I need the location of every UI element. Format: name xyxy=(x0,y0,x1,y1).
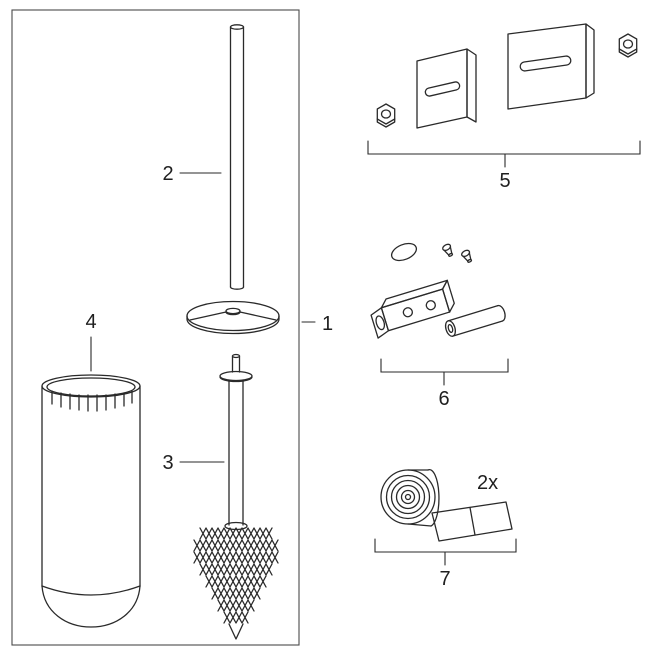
brush-head-drawing xyxy=(193,353,279,640)
callout-assembly: 1 xyxy=(301,313,333,335)
spacer-rod-icon xyxy=(444,304,506,337)
gasket-icon xyxy=(390,242,418,262)
assembly-box-outline xyxy=(11,9,300,646)
screw-pin-icon xyxy=(461,249,473,263)
adhesive-tape-drawing xyxy=(380,469,513,542)
lid-disc-drawing xyxy=(186,300,280,335)
tape-strip-icon xyxy=(431,501,513,542)
mounting-block-icon xyxy=(370,279,455,339)
callout-bracket xyxy=(374,538,517,566)
tape-roll-icon xyxy=(380,469,436,525)
wall-plate-large xyxy=(507,23,595,110)
callout-label-6: 6 xyxy=(438,388,449,410)
callout-bracket xyxy=(380,358,509,386)
tape-quantity-label: 2x xyxy=(477,472,498,494)
callout-label-4: 4 xyxy=(85,311,96,333)
callout-label-1: 1 xyxy=(322,313,333,335)
callout-mounting-hardware: 6 xyxy=(380,358,509,410)
callout-bracket xyxy=(367,140,641,168)
callout-label-7: 7 xyxy=(439,568,450,590)
container-drawing xyxy=(41,374,141,628)
hex-nut-icon xyxy=(376,103,396,128)
callout-brush-head: 3 xyxy=(162,452,225,474)
callout-label-3: 3 xyxy=(162,452,173,474)
callout-label-2: 2 xyxy=(162,163,173,185)
mounting-hardware-drawing xyxy=(370,242,506,339)
hex-nut-icon xyxy=(618,33,638,58)
callout-handle-rod: 2 xyxy=(162,163,222,185)
handle-rod-drawing xyxy=(229,24,245,290)
wall-plate-small xyxy=(416,48,477,129)
callout-container: 4 xyxy=(85,311,97,372)
callout-wall-plates: 5 xyxy=(367,140,641,192)
screw-pin-icon xyxy=(442,243,454,257)
wall-plates-drawing xyxy=(376,23,638,129)
callout-label-5: 5 xyxy=(499,170,510,192)
callout-adhesive-tape: 7 xyxy=(374,538,517,590)
